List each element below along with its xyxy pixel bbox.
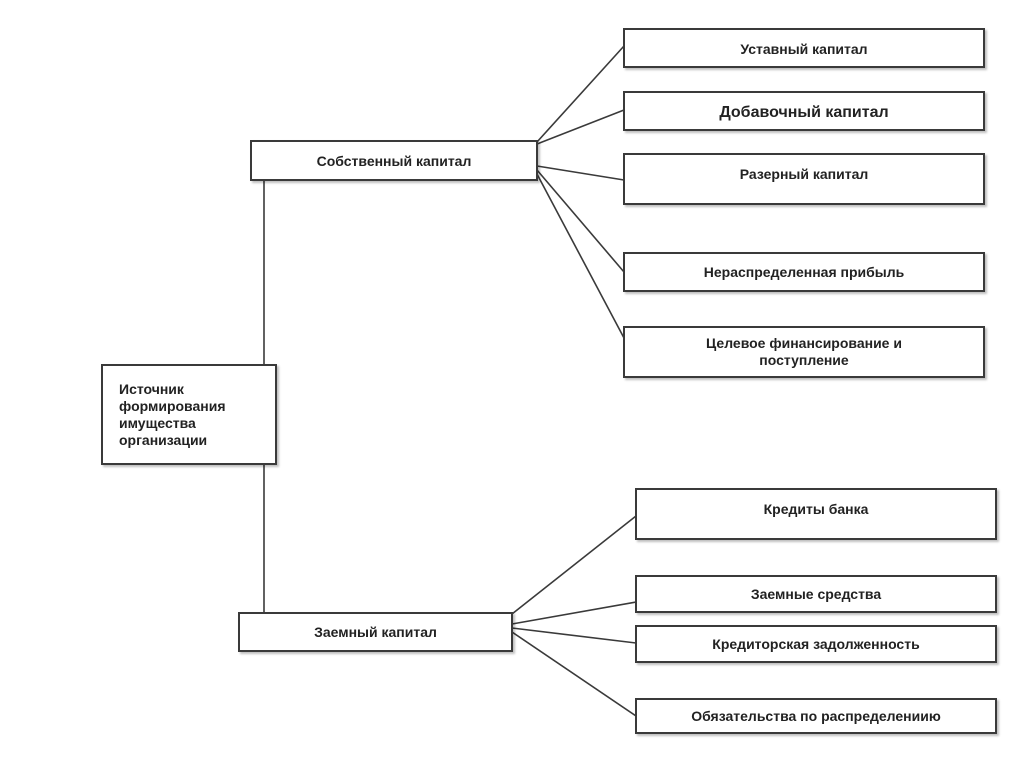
connector-equity-item-5 xyxy=(536,173,625,339)
equity-node: Собственный капитал xyxy=(250,140,538,181)
debt-item-accounts-payable: Кредиторская задолженность xyxy=(635,625,997,663)
connector-equity-item-4 xyxy=(536,169,625,273)
debt-node: Заемный капитал xyxy=(238,612,513,652)
debt-item-label: Заемные средства xyxy=(750,585,882,602)
debt-item-label: Обязательства по распределениию xyxy=(691,707,941,724)
equity-item-reserve-capital: Разерный капитал xyxy=(623,153,985,205)
root-node: Источник формирования имущества организа… xyxy=(101,364,277,465)
root-label: Источник формирования имущества организа… xyxy=(119,380,226,448)
connector-equity-item-2 xyxy=(536,109,625,145)
connector-debt-item-2 xyxy=(511,601,637,625)
equity-item-label: Уставный капитал xyxy=(740,41,868,57)
connector-equity-item-3 xyxy=(536,165,625,181)
connector-equity-item-1 xyxy=(536,45,625,143)
equity-item-label: Нераспределенная прибыль xyxy=(703,263,905,280)
connector-debt-item-4 xyxy=(511,631,637,717)
equity-item-charter-capital: Уставный капитал xyxy=(623,28,985,68)
equity-label: Собственный капитал xyxy=(316,153,472,169)
equity-item-targeted-financing: Целевое финансирование и поступление xyxy=(623,326,985,378)
connector-debt-item-1 xyxy=(511,515,637,615)
debt-item-bank-loans: Кредиты банка xyxy=(635,488,997,540)
debt-item-label: Кредиты банка xyxy=(763,501,869,517)
equity-item-additional-capital: Добавочный капитал xyxy=(623,91,985,131)
equity-item-retained-earnings: Нераспределенная прибыль xyxy=(623,252,985,292)
debt-item-distribution-obligations: Обязательства по распределениию xyxy=(635,698,997,734)
equity-item-label: Разерный капитал xyxy=(739,166,869,182)
debt-label: Заемный капитал xyxy=(314,623,437,640)
equity-item-label: Целевое финансирование и поступление xyxy=(706,335,902,368)
connector-debt-item-3 xyxy=(511,627,637,644)
equity-item-label: Добавочный капитал xyxy=(719,104,889,121)
debt-item-borrowed-funds: Заемные средства xyxy=(635,575,997,613)
debt-item-label: Кредиторская задолженность xyxy=(712,635,920,652)
